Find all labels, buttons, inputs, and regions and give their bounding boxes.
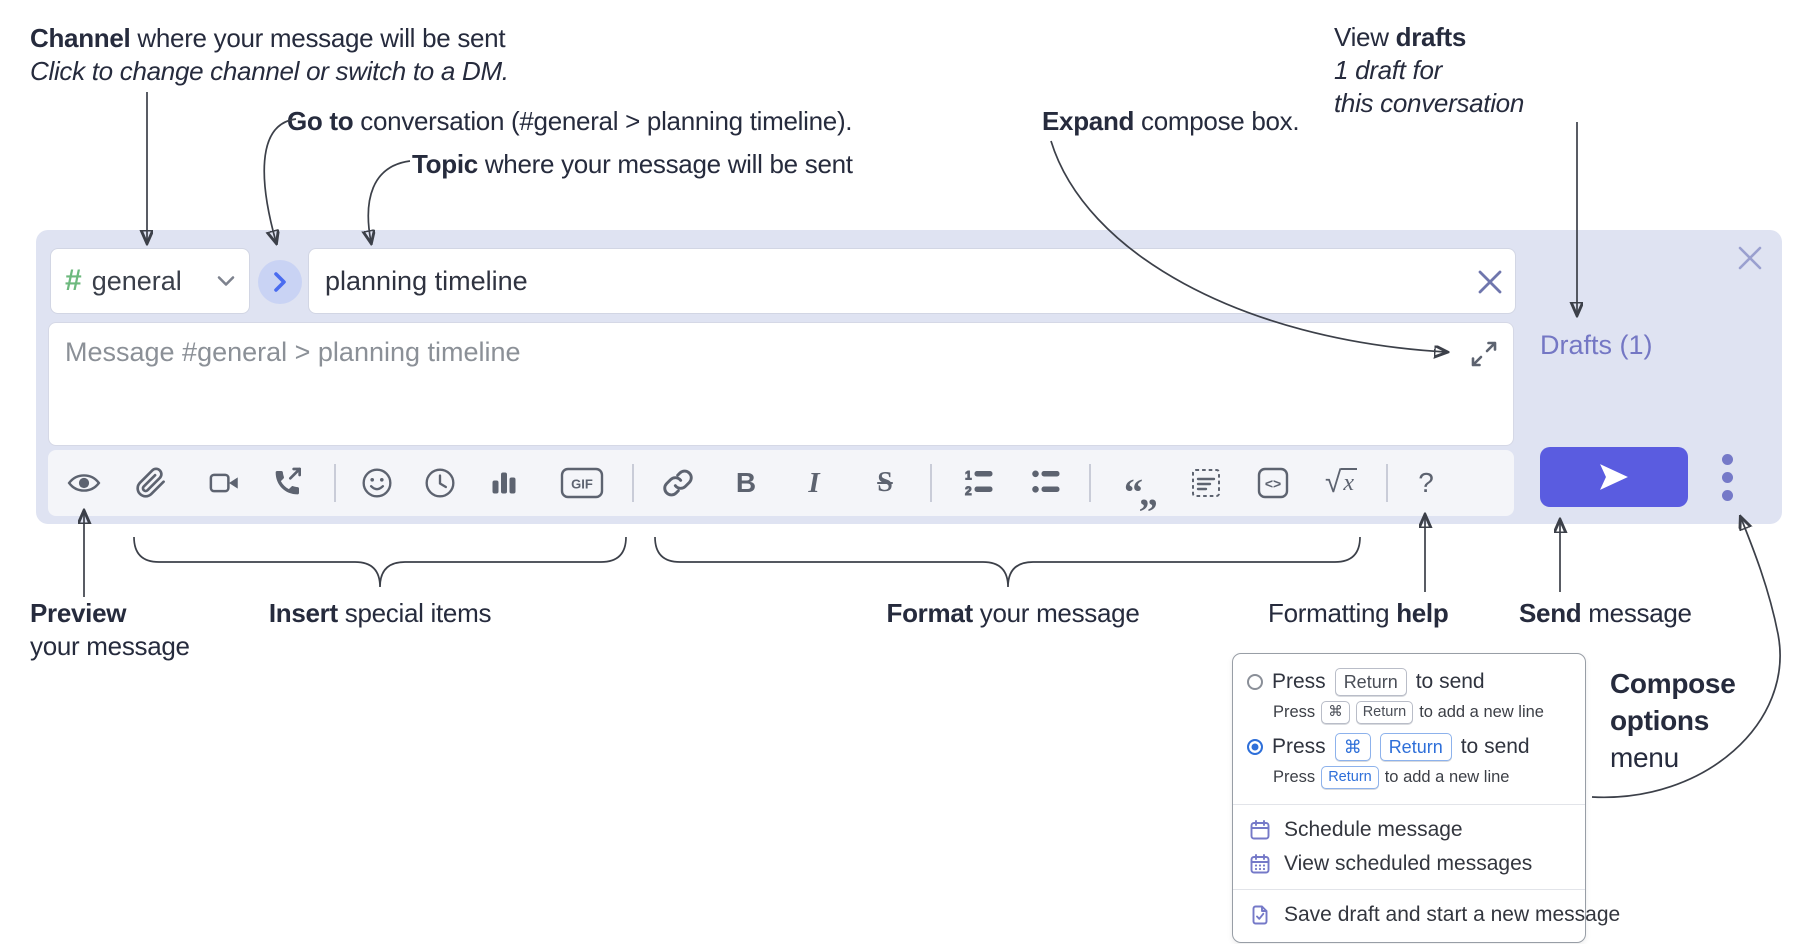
quote-icon[interactable]: “„ — [1124, 472, 1158, 514]
kbd-cmd: ⌘ — [1334, 733, 1371, 761]
radio-unselected[interactable] — [1247, 674, 1263, 690]
bulleted-list-icon[interactable] — [1024, 461, 1068, 505]
menu-divider — [1233, 804, 1585, 805]
schedule-message-item[interactable]: Schedule message — [1233, 813, 1585, 847]
topic-input[interactable] — [308, 248, 1516, 314]
svg-text:<>: <> — [1265, 476, 1281, 492]
toolbar-divider — [930, 464, 932, 502]
send-button[interactable] — [1540, 447, 1688, 507]
bold-icon[interactable]: B — [735, 467, 757, 498]
send-arrow-icon — [1600, 464, 1628, 490]
chevron-down-icon — [217, 276, 235, 286]
save-draft-item[interactable]: Save draft and start a new message — [1233, 898, 1620, 932]
clear-topic-icon[interactable] — [1476, 268, 1504, 296]
spoiler-icon[interactable] — [1184, 461, 1228, 505]
kbd-return: Return — [1321, 766, 1379, 789]
bar-chart-icon[interactable] — [482, 461, 526, 505]
help-icon[interactable]: ? — [1418, 467, 1434, 498]
video-camera-icon[interactable] — [202, 461, 246, 505]
strikethrough-icon[interactable]: S — [877, 467, 893, 498]
code-icon[interactable]: <> — [1251, 461, 1295, 505]
clock-icon[interactable] — [418, 461, 462, 505]
insert-note: Insert special items — [268, 598, 492, 628]
expand-diagonal-icon[interactable] — [1467, 337, 1501, 371]
vertical-ellipsis-icon[interactable] — [1707, 447, 1747, 507]
radio-selected[interactable] — [1247, 739, 1263, 755]
kbd-return: Return — [1379, 733, 1452, 761]
compose-options-note: Compose options menu — [1610, 668, 1736, 773]
compose-box: # general Dra — [36, 230, 1782, 524]
chevron-right-icon — [274, 272, 286, 292]
option-cmd-enter-to-send[interactable]: Press ⌘ Return to send — [1233, 731, 1585, 763]
message-box — [48, 322, 1514, 446]
format-brace — [654, 536, 1361, 588]
phone-call-icon[interactable] — [265, 461, 309, 505]
toolbar-divider — [334, 464, 336, 502]
preview-note: Preview your message — [30, 598, 190, 661]
go-to-conversation-button[interactable] — [258, 260, 302, 304]
calendar-icon — [1250, 820, 1270, 840]
kbd-return: Return — [1355, 701, 1414, 724]
svg-text:1: 1 — [965, 469, 972, 483]
expand-note: Expand compose box. — [1042, 106, 1300, 136]
option-enter-subtext: Press ⌘ Return to add a new line — [1233, 698, 1585, 731]
hash-icon: # — [65, 264, 82, 297]
math-icon[interactable]: √x — [1319, 461, 1363, 505]
smiley-icon[interactable] — [355, 461, 399, 505]
option-enter-to-send[interactable]: Press Return to send — [1233, 666, 1585, 698]
save-draft-icon — [1252, 905, 1268, 925]
toolbar-divider — [632, 464, 634, 502]
menu-divider — [1233, 889, 1585, 890]
link-icon[interactable] — [656, 461, 700, 505]
gif-icon[interactable]: GIF — [560, 461, 604, 505]
calendar-dots-icon — [1250, 854, 1270, 874]
send-note: Send message — [1519, 598, 1692, 628]
kbd-cmd: ⌘ — [1321, 701, 1350, 724]
kbd-return: Return — [1334, 668, 1407, 696]
compose-options-menu: Press Return to send Press ⌘ Return to a… — [1232, 653, 1620, 943]
topic-note: Topic where your message will be sent — [412, 149, 853, 179]
drafts-link[interactable]: Drafts (1) — [1540, 330, 1653, 360]
eye-icon[interactable] — [62, 461, 106, 505]
option-cmd-enter-subtext: Press Return to add a new line — [1233, 763, 1585, 796]
format-note: Format your message — [886, 598, 1140, 628]
toolbar-divider — [1386, 464, 1388, 502]
paperclip-icon[interactable] — [129, 461, 173, 505]
close-icon[interactable] — [1736, 244, 1764, 272]
toolbar-divider — [1089, 464, 1091, 502]
view-scheduled-messages-item[interactable]: View scheduled messages — [1233, 847, 1585, 881]
channel-name: general — [91, 265, 182, 296]
channel-note: Channel where your message will be sent … — [30, 23, 509, 86]
view-drafts-note: View drafts 1 draft for this conversatio… — [1334, 22, 1525, 118]
formatting-help-note: Formatting help — [1268, 598, 1449, 628]
insert-brace — [133, 536, 627, 588]
message-input[interactable] — [49, 323, 1445, 433]
goto-note: Go to conversation (#general > planning … — [287, 106, 853, 136]
channel-selector[interactable]: # general — [50, 248, 250, 314]
italic-icon[interactable]: I — [808, 466, 820, 499]
svg-text:2: 2 — [965, 484, 972, 498]
svg-text:GIF: GIF — [571, 477, 593, 492]
